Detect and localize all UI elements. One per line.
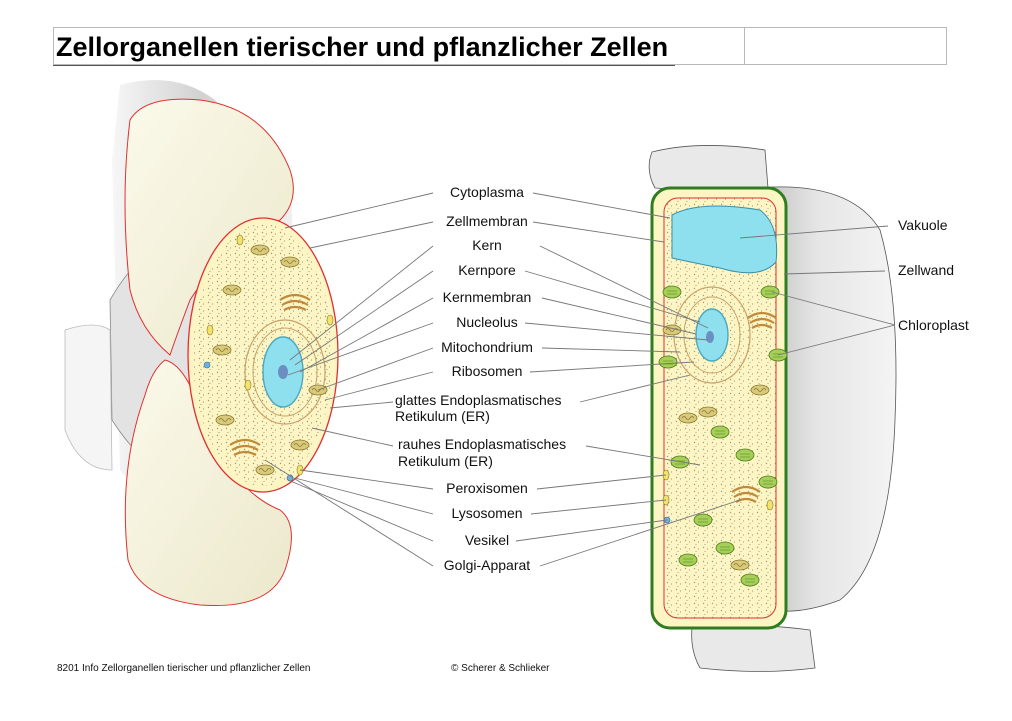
label-ribosomen: Ribosomen [452,363,523,379]
label-zellwand: Zellwand [898,262,954,278]
label-vesikel: Vesikel [465,532,509,548]
label-peroxisomen: Peroxisomen [446,480,528,496]
label-glattes-er-line1: glattes Endoplasmatisches [395,392,562,408]
label-nucleolus: Nucleolus [456,314,517,330]
label-lysosomen: Lysosomen [451,505,522,521]
title-empty-cell [744,27,947,65]
footer-left: 8201 Info Zellorganellen tierischer und … [57,663,311,674]
label-rauhes-er-line1: rauhes Endoplasmatisches [398,436,566,452]
label-chloroplast: Chloroplast [898,317,969,333]
leader-lines [264,192,896,567]
label-cytoplasma: Cytoplasma [450,184,524,200]
label-kernmembran: Kernmembran [443,289,532,305]
label-kern: Kern [472,237,502,253]
label-mitochondrium: Mitochondrium [441,339,533,355]
animal-cell [64,80,339,607]
label-kernpore: Kernpore [458,262,516,278]
plant-cell [648,145,897,672]
label-rauhes-er-line2: Retikulum (ER) [398,453,493,469]
label-golgi-apparat: Golgi-Apparat [444,557,530,573]
page-title: Zellorganellen tierischer und pflanzlich… [53,27,745,65]
footer-right: © Scherer & Schlieker [451,663,550,674]
labels: Cytoplasma Zellmembran Kern Kernpore Ker… [395,184,969,573]
title-underline [53,65,675,66]
label-vakuole: Vakuole [898,217,948,233]
label-glattes-er-line2: Retikulum (ER) [395,408,490,424]
label-zellmembran: Zellmembran [446,213,528,229]
